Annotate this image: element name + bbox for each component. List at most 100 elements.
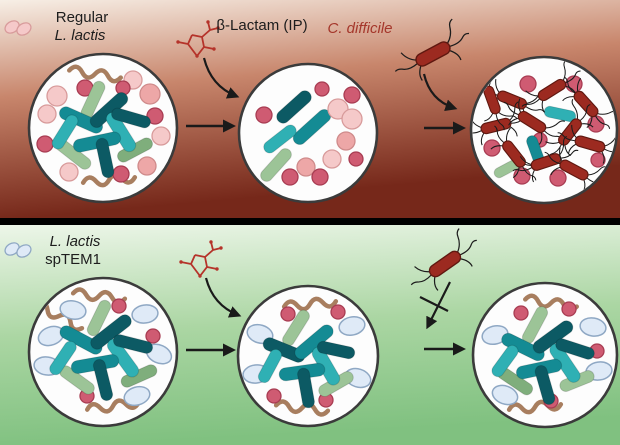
rod-bacterium — [51, 114, 79, 150]
coccus-bacterium — [280, 306, 296, 322]
coccus-bacterium — [336, 131, 356, 151]
coccus-bacterium — [519, 75, 537, 93]
coccus-bacterium — [561, 301, 577, 317]
dish-border — [469, 55, 619, 205]
coccus-bacterium — [255, 106, 273, 124]
rod-bacterium — [111, 107, 151, 129]
dish-top-cdiff-colonized — [469, 55, 619, 205]
rod-bacterium — [59, 325, 103, 355]
c-difficile-bacterium — [521, 59, 581, 113]
rod-bacterium — [276, 90, 312, 124]
flagella — [503, 98, 566, 145]
coccus-bacterium — [322, 149, 342, 169]
arrow-beta-lactam-top — [202, 57, 240, 99]
coccus-bacterium — [330, 304, 346, 320]
coccus-bacterium — [266, 388, 282, 404]
c-difficile-bacterium — [562, 76, 616, 129]
beta-lactam-molecule-icon — [176, 20, 220, 58]
rod-bacterium — [263, 124, 297, 154]
rod-bacterium — [534, 365, 556, 405]
coccus-bacterium — [348, 151, 364, 167]
dish-bottom-baseline — [27, 276, 179, 428]
spirillum-bacterium — [67, 64, 123, 84]
rod-bacterium — [95, 137, 115, 179]
dish-top-after-antibiotic — [237, 62, 379, 204]
rod-bacterium — [260, 148, 292, 182]
ovoid-bacterium — [481, 324, 509, 346]
floating-icons-layer — [4, 18, 477, 291]
coccus-bacterium — [36, 135, 54, 153]
rod-bacterium — [112, 334, 154, 354]
coccus-bacterium — [146, 107, 164, 125]
spirillum-bacterium — [273, 399, 331, 417]
spirillum-bacterium — [85, 398, 141, 414]
inhibition-slash — [419, 296, 449, 312]
bottom-strain-label-line1: L. lactis — [50, 233, 101, 250]
coccus-bacterium — [37, 104, 57, 124]
panel-divider — [0, 218, 620, 225]
ovoid-bacterium — [123, 385, 151, 407]
c-difficile-icon — [410, 228, 477, 291]
rod-bacterium — [501, 332, 545, 362]
dish-border — [27, 276, 179, 428]
flow-arrows — [186, 57, 466, 357]
ovoid-bacterium — [59, 300, 87, 320]
c-difficile-bacterium — [503, 98, 566, 145]
l-lactis-icon — [4, 20, 32, 36]
rod-bacterium — [92, 358, 114, 402]
beta-lactam-molecule-icon — [179, 240, 223, 278]
coccus-bacterium — [311, 168, 329, 186]
rod-bacterium — [86, 299, 112, 337]
rod-bacterium — [58, 106, 104, 134]
flagella — [562, 76, 616, 129]
ovoid-bacterium — [491, 384, 519, 406]
coccus-bacterium — [139, 83, 161, 105]
spirillum-bacterium — [281, 296, 339, 312]
rod-bacterium — [555, 338, 595, 360]
coccus-bacterium — [341, 108, 363, 130]
rod-bacterium — [257, 348, 283, 384]
rod-bacterium — [297, 367, 315, 409]
rod-bacterium — [543, 105, 577, 123]
top-strain-label-line2: L. lactis — [55, 27, 106, 44]
dish-top-baseline — [27, 52, 179, 204]
dish-border — [471, 281, 619, 429]
rod-bacterium — [316, 340, 356, 360]
ovoid-bacterium — [131, 304, 159, 324]
ovoid-bacterium — [338, 316, 366, 336]
coccus-bacterium — [314, 81, 330, 97]
coccus-bacterium — [112, 165, 130, 183]
ovoid-bacterium — [579, 317, 607, 337]
flagella — [557, 124, 616, 164]
coccus-bacterium — [137, 156, 157, 176]
flagella — [410, 228, 477, 291]
coccus-bacterium — [151, 126, 171, 146]
arrow-beta-lactam-bottom — [204, 277, 242, 318]
coccus-bacterium — [590, 152, 606, 168]
coccus-bacterium — [145, 328, 161, 344]
l-lactis-sptem1-icon — [4, 242, 32, 258]
arrow-cdiff-top — [422, 73, 458, 112]
rod-bacterium — [49, 340, 77, 376]
coccus-bacterium — [46, 85, 68, 107]
coccus-bacterium — [549, 169, 567, 187]
bottom-strain-label-line2: spTEM1 — [45, 251, 101, 268]
dishes-layer — [27, 52, 619, 429]
coccus-bacterium — [513, 305, 529, 321]
flagella — [545, 98, 594, 158]
coccus-bacterium — [343, 86, 361, 104]
coccus-bacterium — [296, 157, 316, 177]
rod-bacterium — [491, 344, 519, 378]
dish-border — [27, 52, 179, 204]
dish-border — [236, 284, 380, 428]
spirillum-bacterium — [506, 399, 564, 415]
top-strain-label-line1: Regular — [56, 9, 109, 26]
coccus-bacterium — [111, 298, 127, 314]
dish-bottom-after-antibiotic — [236, 284, 380, 428]
c-difficile-bacterium — [557, 124, 616, 164]
flagella — [521, 59, 581, 113]
coccus-bacterium — [59, 162, 79, 182]
coccus-bacterium — [281, 168, 299, 186]
